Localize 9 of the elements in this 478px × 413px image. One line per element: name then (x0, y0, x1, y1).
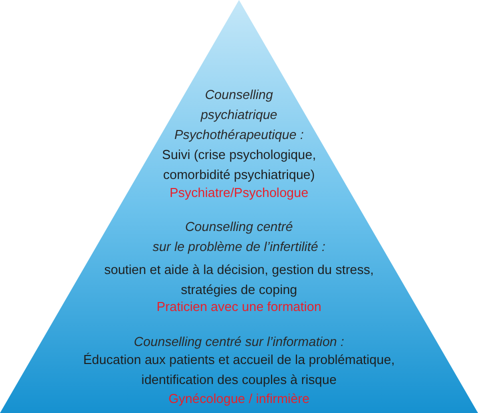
description-text: soutien et aide à la décision, gestion du stress, stratégies de coping (104, 261, 374, 299)
level-heading: Counselling psychiatrique Psychothérapeutique : (174, 86, 304, 144)
description-text: Éducation aux patients et accueil de la problématique, identification des couples à risque (83, 351, 395, 389)
level-heading: Counselling centré sur l’information : (134, 333, 344, 351)
description-text: Suivi (crise psychologique, comorbidité psychiatrique) (162, 146, 316, 184)
role-label: Psychiatre/Psychologue (170, 184, 308, 202)
role-label: Praticien avec une formation (156, 298, 322, 316)
role-label: Gynécologue / infirmière (168, 390, 310, 408)
level-heading: Counselling centré sur le problème de l’infertilité : (152, 218, 326, 256)
